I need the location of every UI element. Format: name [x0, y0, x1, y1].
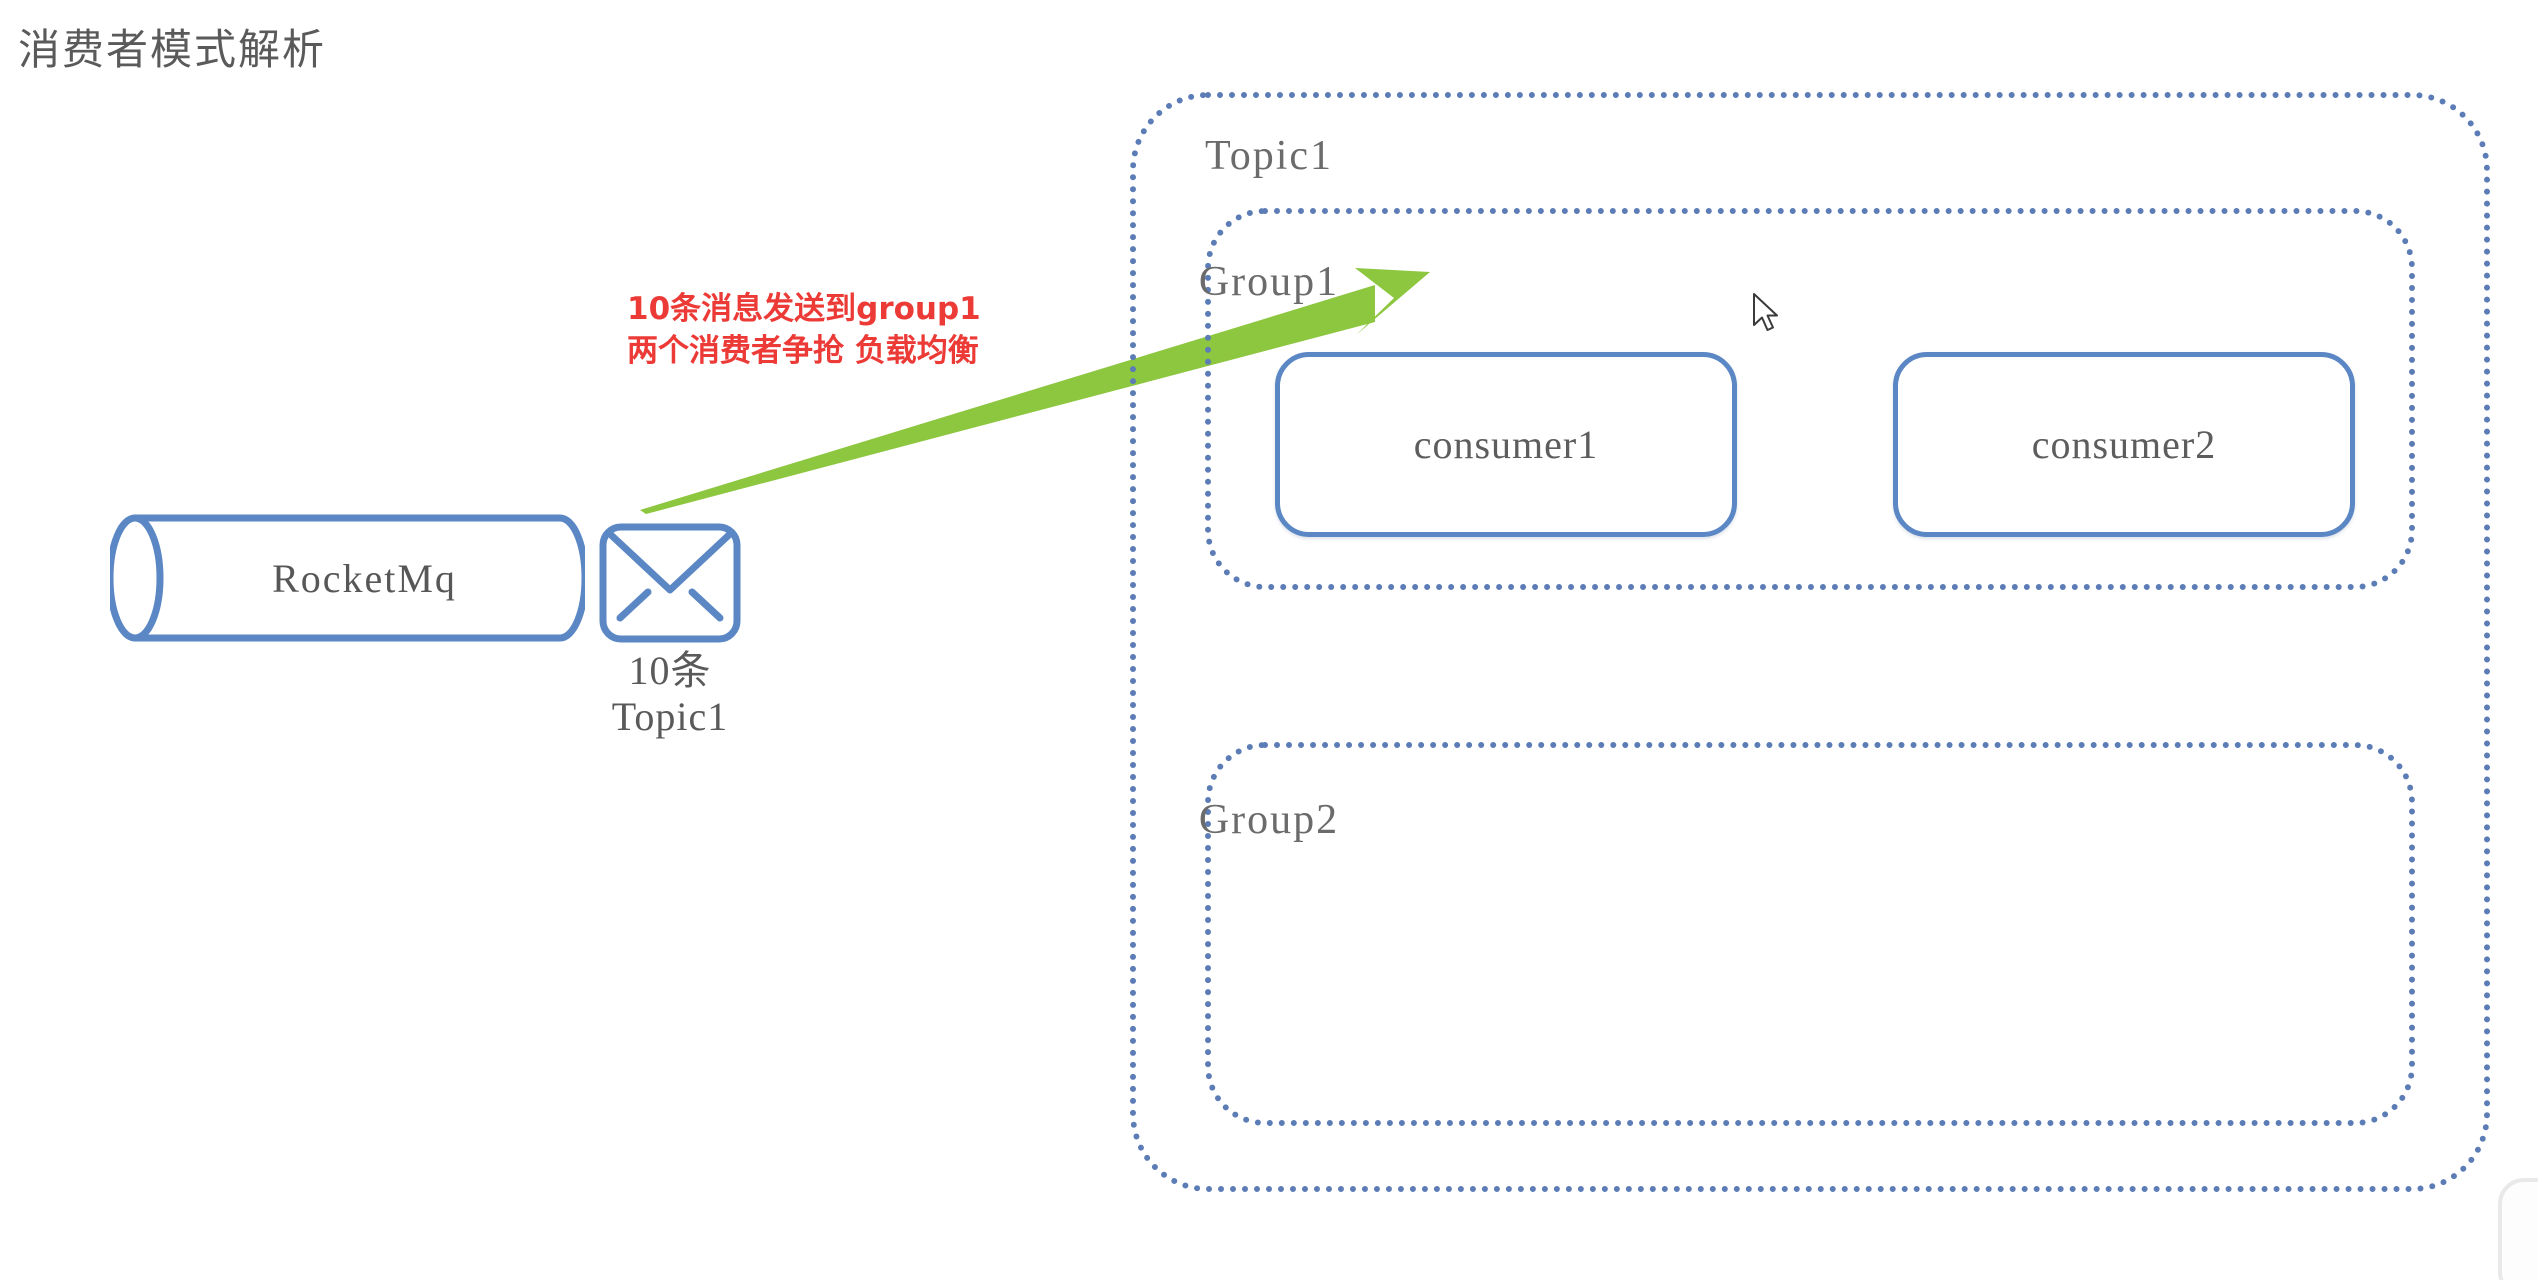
consumer1-label: consumer1: [1413, 422, 1599, 467]
cylinder-database-icon: [110, 514, 585, 642]
consumer1-box[interactable]: consumer1: [1275, 352, 1737, 537]
message-count-label: 10条: [628, 648, 712, 693]
message-topic-label: Topic1: [611, 694, 729, 739]
rocketmq-cylinder[interactable]: RocketMq: [110, 513, 585, 643]
envelope-glyph: [599, 523, 741, 643]
topic1-container[interactable]: [1130, 92, 2490, 1192]
group2-title: Group2: [1198, 797, 1340, 843]
group1-title: Group1: [1198, 259, 1340, 305]
annotation-line-2: 两个消费者争抢 负载均衡: [627, 333, 979, 370]
topic1-title: Topic1: [1204, 133, 1334, 179]
consumer2-label: consumer2: [2031, 422, 2217, 467]
corner-shape: [2498, 1178, 2538, 1280]
consumer2-box[interactable]: consumer2: [1893, 352, 2355, 537]
group2-container[interactable]: [1205, 742, 2415, 1126]
envelope-icon[interactable]: [598, 522, 742, 644]
rocketmq-label: RocketMq: [272, 555, 457, 601]
group1-container[interactable]: [1205, 208, 2415, 590]
page-title: 消费者模式解析: [18, 25, 327, 74]
envelope-caption: 10条 Topic1: [560, 648, 780, 740]
